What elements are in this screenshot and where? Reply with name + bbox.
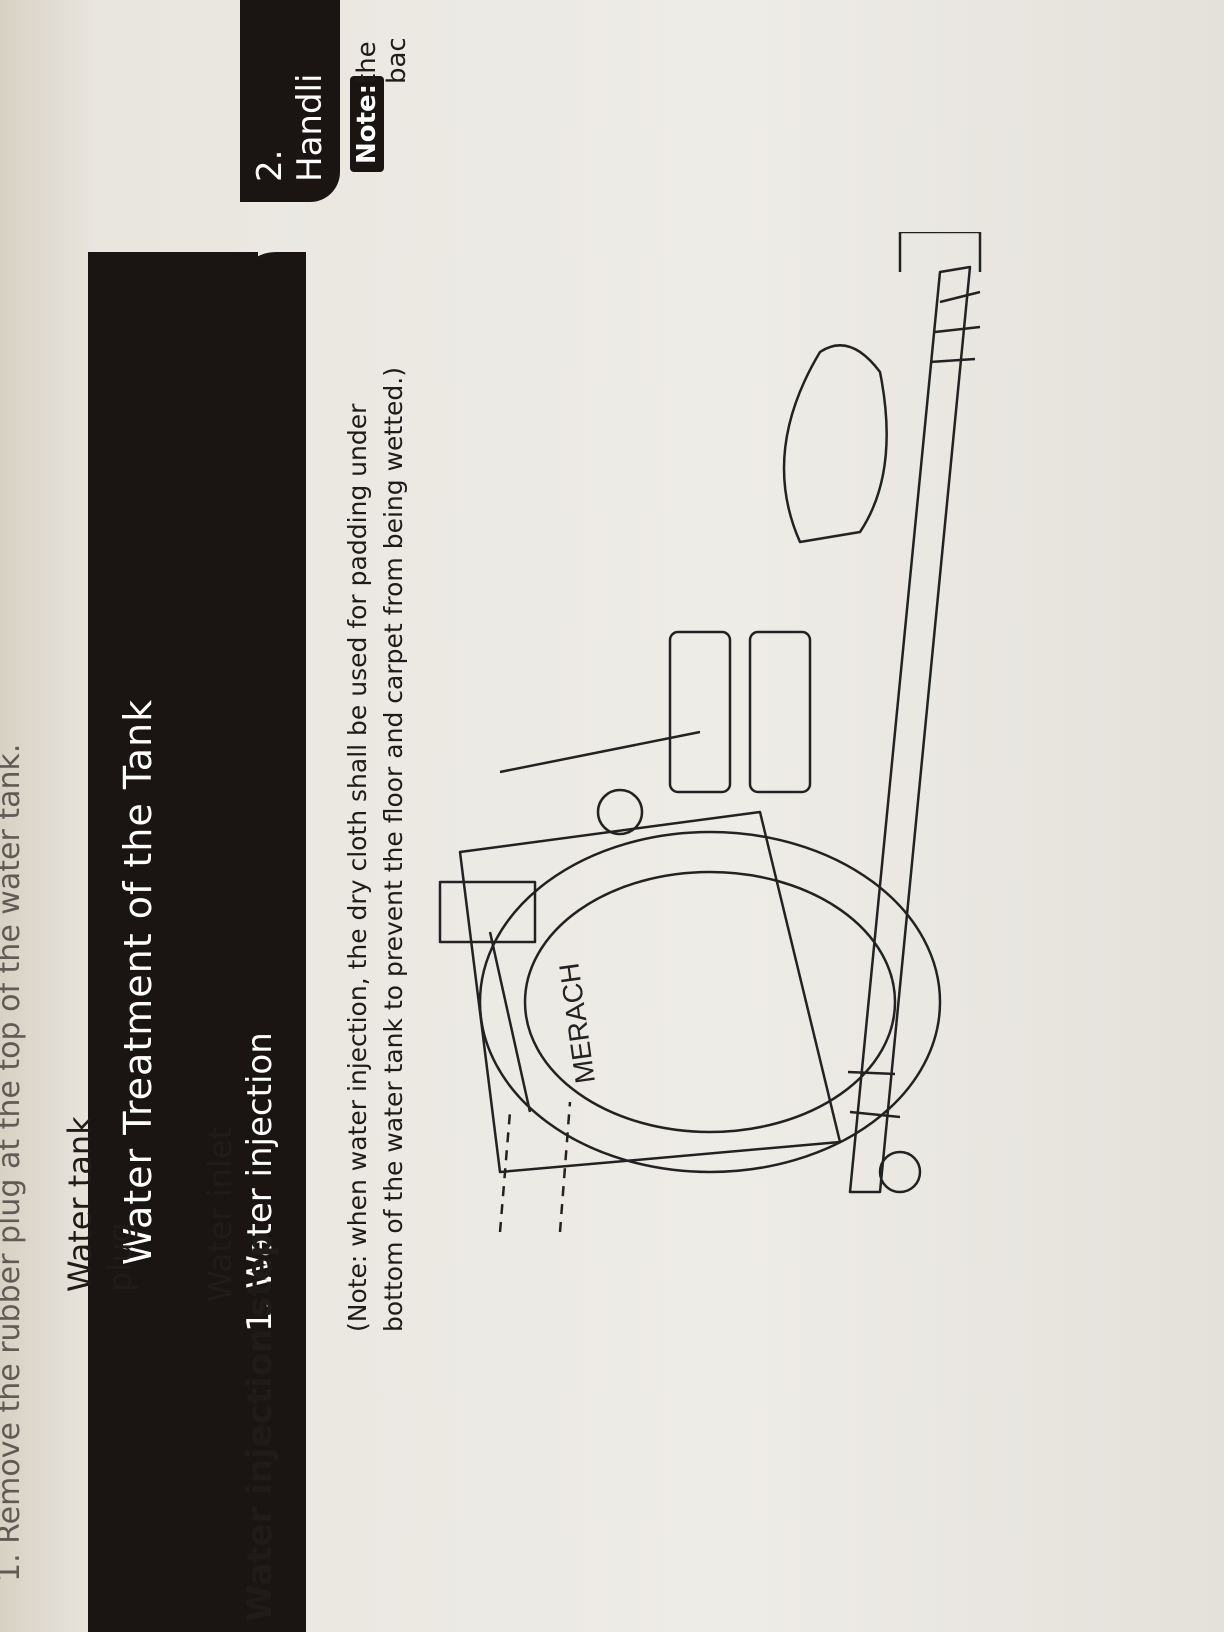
water-tank-plug-label: Water tank plug <box>60 1116 140 1292</box>
page-title: Water Treatment of the Tank <box>116 698 160 1266</box>
title-bar <box>88 252 258 1632</box>
handle <box>499 730 701 774</box>
brand-label: MERACH <box>553 961 601 1085</box>
step-1-text: 1. Remove the rubber plug at the top of … <box>0 743 27 1582</box>
rail <box>848 265 972 1194</box>
monitor-arm <box>488 931 532 1113</box>
next-note-line-1: the <box>352 41 382 84</box>
inlet-leader <box>558 1101 572 1232</box>
rear-support <box>898 232 982 272</box>
footrest-right <box>748 630 812 794</box>
water-inlet-label: Water inlet <box>201 1126 239 1302</box>
rowing-machine-diagram: MERACH <box>438 232 982 1232</box>
front-frame <box>458 810 842 1174</box>
step-title: Water injection step <box>240 1232 280 1622</box>
monitor-knob <box>596 788 644 836</box>
note-line-1: (Note: when water injection, the dry clo… <box>343 403 372 1332</box>
next-page-note-badge: Note: <box>350 75 384 172</box>
water-tank <box>478 830 942 1174</box>
plug-leader <box>498 1111 512 1232</box>
wheel <box>878 1150 922 1194</box>
next-note-line-2: bac <box>382 37 412 84</box>
plug-label-line-1: Water tank <box>61 1116 99 1292</box>
next-page-title: 2. Handli <box>250 73 330 182</box>
monitor <box>438 880 537 944</box>
next-page-note-text: the bac <box>352 37 412 84</box>
plug-label-line-2: plug <box>101 1222 139 1292</box>
seat <box>782 344 888 544</box>
footrest-left <box>668 630 732 794</box>
